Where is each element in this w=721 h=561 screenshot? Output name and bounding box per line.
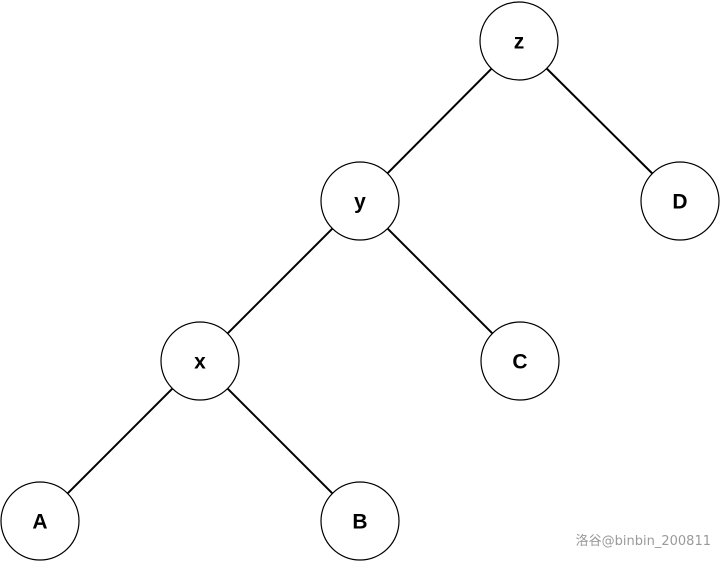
edge-x-B [226,387,334,495]
node-label: D [672,191,687,214]
node-circle [160,321,240,401]
node-label: C [512,351,527,374]
node-C: C [480,321,560,401]
edge-z-y [386,67,493,175]
node-label: y [354,191,366,214]
watermark-text: 洛谷@binbin_200811 [575,534,711,549]
node-label: B [352,511,367,534]
node-A: A [0,481,80,561]
edges [66,67,654,495]
node-label: x [194,351,206,374]
node-circle [479,1,559,81]
node-label: z [514,31,525,54]
node-y: y [320,161,400,241]
node-z: z [479,1,559,81]
node-circle [640,161,720,241]
edge-y-C [386,227,494,335]
node-D: D [640,161,720,241]
edge-x-A [66,387,174,495]
node-circle [320,161,400,241]
node-circle [0,481,80,561]
edge-y-x [226,227,334,335]
node-x: x [160,321,240,401]
node-circle [480,321,560,401]
node-B: B [320,481,400,561]
node-label: A [32,511,47,534]
node-circle [320,481,400,561]
edge-z-D [545,67,654,175]
